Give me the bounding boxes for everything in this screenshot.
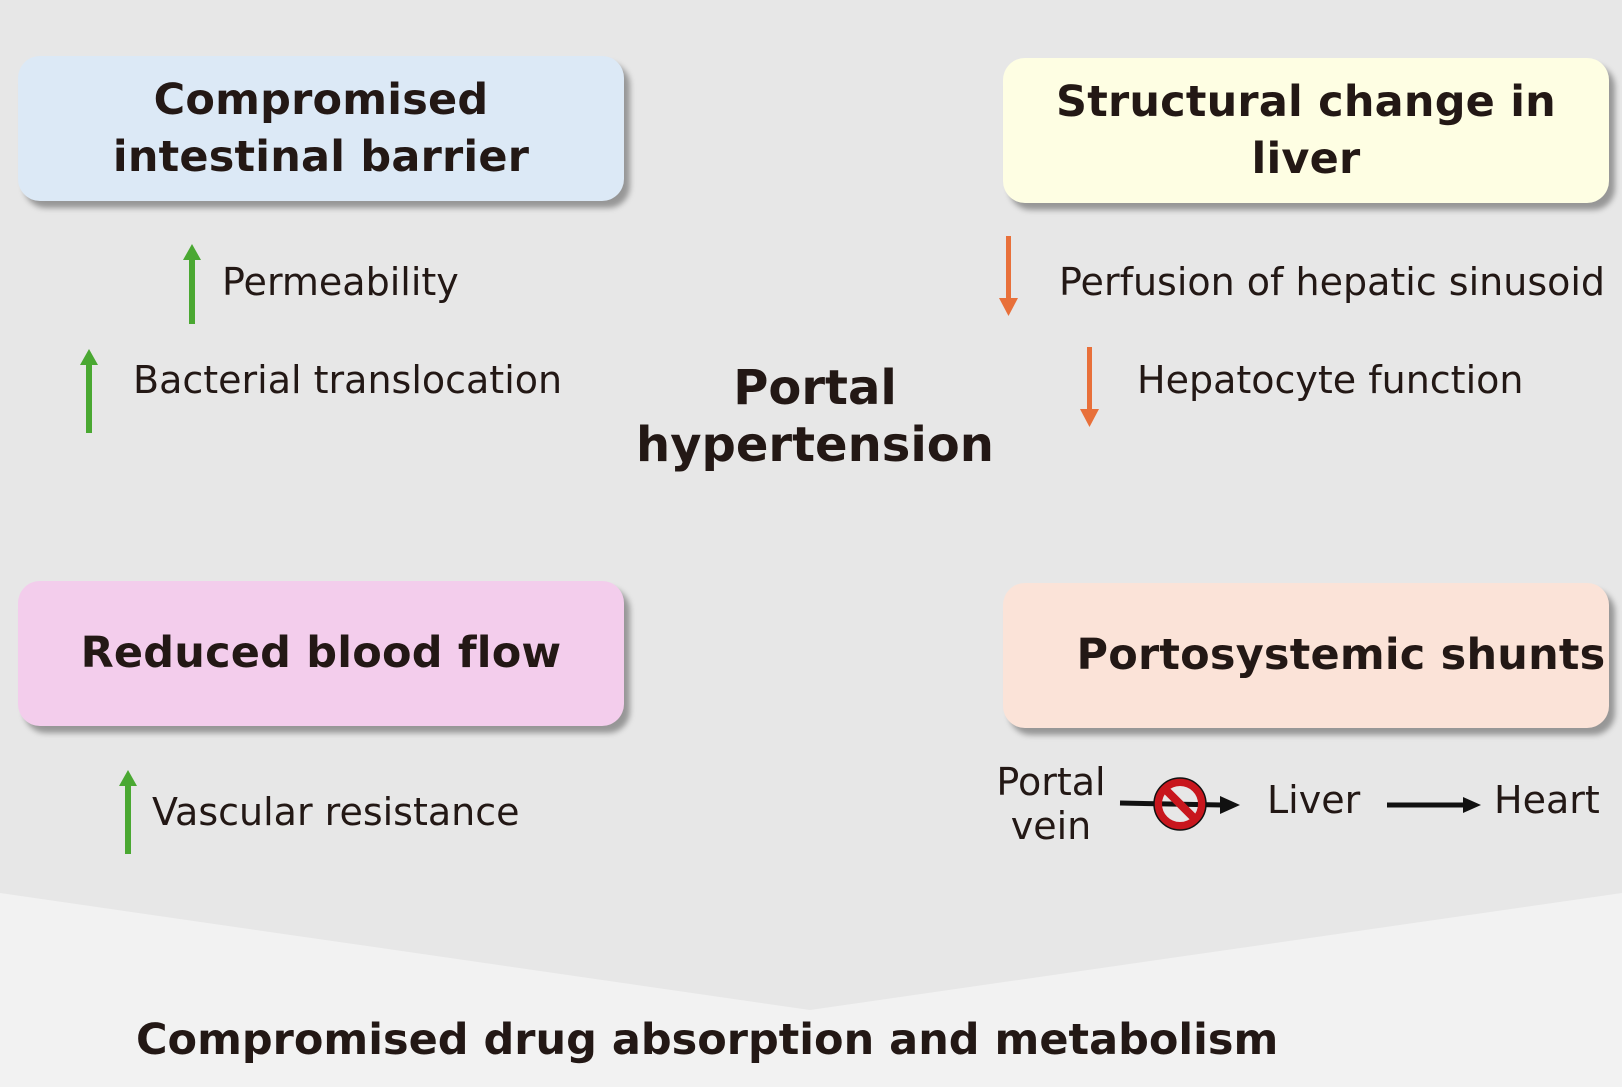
down-arrow-icon <box>999 236 1018 316</box>
box-title-line2: intestinal barrier <box>112 131 530 182</box>
up-arrow-icon <box>80 349 98 433</box>
blocked-arrow <box>1119 777 1240 831</box>
vascular-resistance-label: Vascular resistance <box>152 790 520 834</box>
heart-label: Heart <box>1494 778 1600 822</box>
no-entry-sign-icon <box>1153 777 1207 831</box>
liver-label: Liver <box>1267 778 1361 822</box>
reduced-blood-flow-box: Reduced blood flow <box>18 581 624 726</box>
structural-change-in-liver-box: Structural change in liver <box>1003 58 1609 203</box>
box-title-line2: liver <box>1251 133 1361 184</box>
box-title-line1: Compromised <box>153 74 489 125</box>
permeability-label: Permeability <box>222 260 459 304</box>
portal-vein-label: Portal vein <box>996 760 1106 848</box>
box-title-line1: Structural change in <box>1056 76 1556 127</box>
up-arrow-icon <box>183 244 201 324</box>
portal-hypertension-title: Portal hypertension <box>630 360 1000 474</box>
box-title: Reduced blood flow <box>80 628 562 678</box>
center-title-line1: Portal <box>733 360 897 416</box>
bottom-panel-shape <box>0 893 1622 1087</box>
perfusion-of-hepatic-sinusoid-label: Perfusion of hepatic sinusoid <box>1059 260 1606 304</box>
portosystemic-shunts-box: Portosystemic shunts <box>1003 583 1609 728</box>
right-arrow-icon <box>1387 797 1481 813</box>
center-title-line2: hypertension <box>636 417 994 473</box>
up-arrow-icon <box>119 770 137 854</box>
bacterial-translocation-label: Bacterial translocation <box>133 358 563 402</box>
box-title: Portosystemic shunts <box>1076 630 1606 680</box>
down-arrow-icon <box>1080 347 1099 427</box>
compromised-intestinal-barrier-box: Compromised intestinal barrier <box>18 56 624 201</box>
hepatocyte-function-label: Hepatocyte function <box>1137 358 1524 402</box>
compromised-drug-absorption-footer: Compromised drug absorption and metaboli… <box>136 1015 1279 1065</box>
